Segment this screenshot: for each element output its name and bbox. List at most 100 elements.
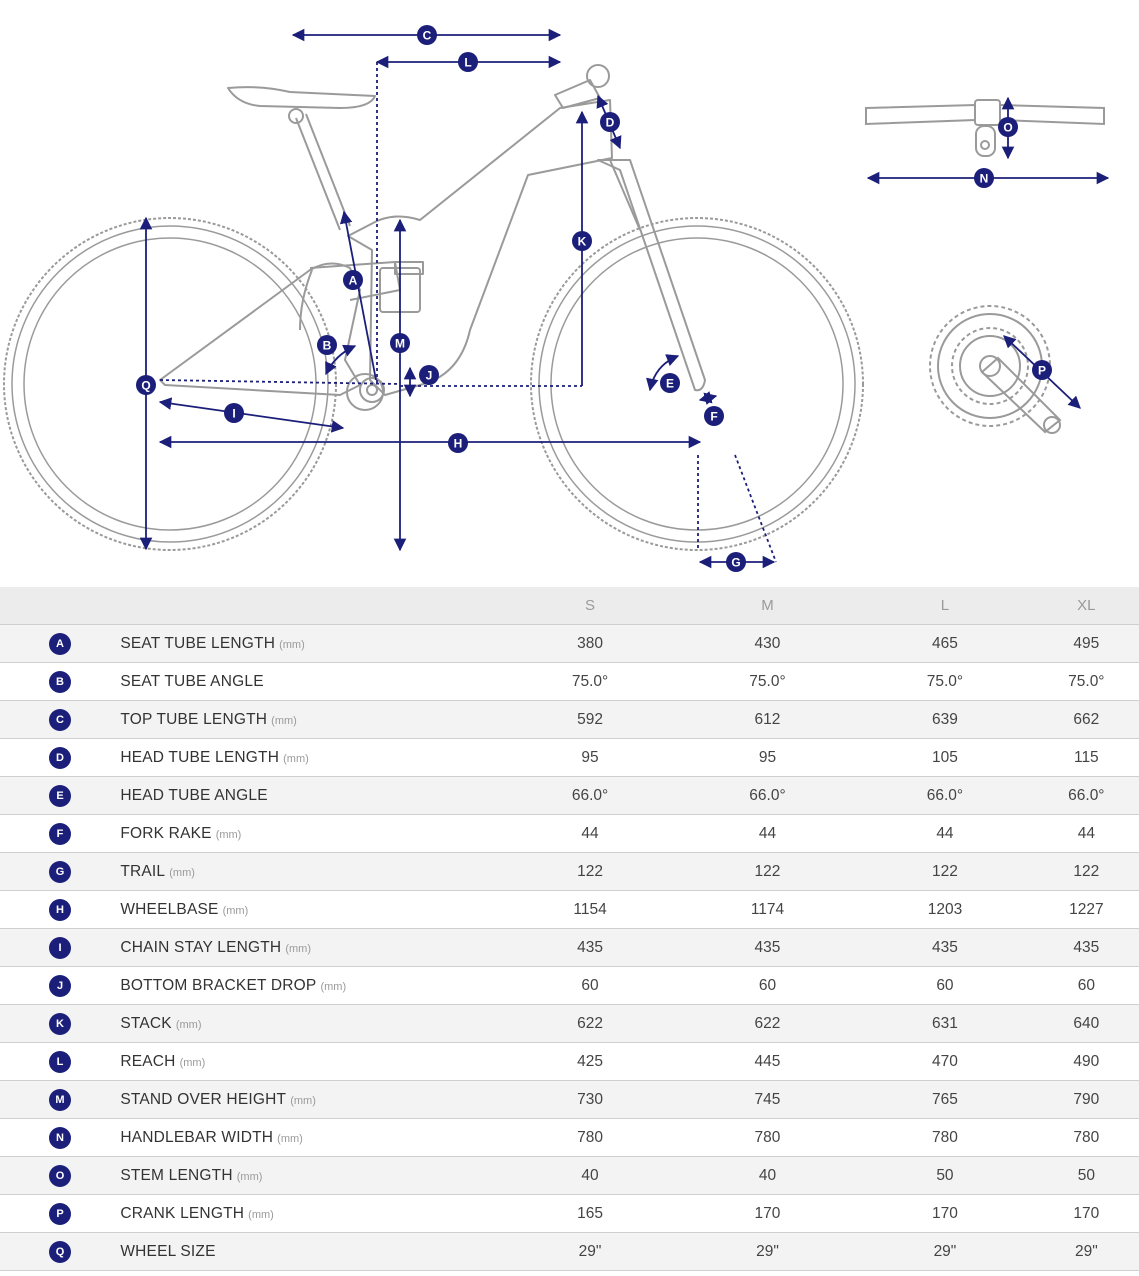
row-value: 44 — [678, 814, 857, 853]
row-value: 1154 — [501, 890, 679, 929]
row-letter-badge: I — [49, 936, 71, 959]
row-value: 66.0° — [501, 776, 679, 815]
row-value: 29" — [856, 1232, 1034, 1271]
row-badge-cell: O — [0, 1156, 121, 1195]
row-label: STACK — [120, 1014, 172, 1032]
row-value: 730 — [501, 1080, 679, 1119]
crankset — [929, 305, 1062, 434]
row-value: 95 — [678, 738, 857, 777]
row-value: 122 — [856, 852, 1034, 891]
row-letter-badge: H — [49, 898, 71, 921]
row-badge-cell: E — [0, 776, 121, 815]
row-letter-badge: F — [49, 822, 71, 845]
row-badge-cell: I — [0, 928, 121, 967]
row-letter-badge: Q — [49, 1240, 71, 1263]
diagram-badge-f: F — [704, 406, 724, 426]
row-value: 75.0° — [1033, 662, 1139, 701]
row-badge-cell: P — [0, 1194, 121, 1233]
row-label: CRANK LENGTH — [120, 1204, 245, 1222]
row-label-cell: TRAIL(mm) — [120, 852, 502, 891]
row-letter-badge: D — [49, 746, 71, 769]
row-unit: (mm) — [279, 638, 305, 651]
row-value: 445 — [678, 1042, 857, 1081]
svg-text:H: H — [454, 437, 463, 451]
row-value: 430 — [678, 624, 857, 663]
row-letter-badge: B — [49, 670, 71, 693]
row-value: 435 — [1033, 928, 1139, 967]
row-label: BOTTOM BRACKET DROP — [120, 976, 317, 994]
row-value: 639 — [856, 700, 1034, 739]
row-value: 745 — [678, 1080, 857, 1119]
row-value: 631 — [856, 1004, 1034, 1043]
row-value: 612 — [678, 700, 857, 739]
row-value: 435 — [856, 928, 1034, 967]
row-value: 170 — [1033, 1194, 1139, 1233]
row-letter-badge: O — [49, 1164, 71, 1187]
row-value: 95 — [501, 738, 679, 777]
row-value: 66.0° — [678, 776, 857, 815]
row-label-cell: REACH(mm) — [120, 1042, 502, 1081]
row-value: 425 — [501, 1042, 679, 1081]
row-label-cell: FORK RAKE(mm) — [120, 814, 502, 853]
svg-text:P: P — [1038, 364, 1046, 378]
row-value: 495 — [1033, 624, 1139, 663]
row-value: 640 — [1033, 1004, 1139, 1043]
row-badge-cell: L — [0, 1042, 121, 1081]
row-label: STAND OVER HEIGHT — [120, 1090, 287, 1108]
row-label: HANDLEBAR WIDTH — [120, 1128, 274, 1146]
row-label-cell: STAND OVER HEIGHT(mm) — [120, 1080, 502, 1119]
row-value: 122 — [678, 852, 857, 891]
row-unit: (mm) — [271, 714, 297, 727]
svg-text:E: E — [666, 377, 674, 391]
diagram-badge-g: G — [726, 552, 746, 572]
row-value: 622 — [678, 1004, 857, 1043]
row-letter-badge: L — [49, 1050, 71, 1073]
row-label: TOP TUBE LENGTH — [120, 710, 268, 728]
row-label: WHEELBASE — [120, 900, 219, 918]
row-unit: (mm) — [248, 1208, 274, 1221]
diagram-badge-p: P — [1032, 360, 1052, 380]
row-badge-cell: N — [0, 1118, 121, 1157]
row-value: 75.0° — [501, 662, 679, 701]
svg-text:F: F — [710, 410, 717, 424]
row-unit: (mm) — [215, 828, 242, 841]
row-letter-badge: N — [49, 1126, 71, 1149]
diagram-badge-h: H — [448, 433, 468, 453]
svg-text:J: J — [426, 369, 433, 383]
row-letter-badge: C — [49, 708, 71, 731]
row-label-cell: HEAD TUBE LENGTH(mm) — [120, 738, 502, 777]
row-value: 75.0° — [678, 662, 857, 701]
header-spacer — [120, 587, 502, 625]
svg-text:O: O — [1003, 121, 1012, 135]
diagram-badge-j: J — [419, 365, 439, 385]
row-value: 40 — [501, 1156, 679, 1195]
diagram-badge-l: L — [458, 52, 478, 72]
row-value: 29" — [678, 1232, 857, 1271]
row-value: 592 — [501, 700, 679, 739]
diagram-badge-a: A — [343, 270, 363, 290]
row-value: 380 — [501, 624, 679, 663]
row-value: 170 — [678, 1194, 857, 1233]
row-value: 490 — [1033, 1042, 1139, 1081]
bike-geometry-diagram: C L D K A B M J Q I H E F G O N P — [3, 25, 1110, 572]
row-value: 465 — [856, 624, 1034, 663]
row-letter-badge: J — [49, 974, 71, 997]
row-badge-cell: J — [0, 966, 121, 1005]
bike-frame — [159, 64, 706, 411]
row-letter-badge: P — [49, 1202, 71, 1225]
row-badge-cell: Q — [0, 1232, 121, 1271]
front-wheel — [530, 217, 864, 551]
row-label-cell: CHAIN STAY LENGTH(mm) — [120, 928, 502, 967]
header-spacer — [0, 587, 121, 625]
